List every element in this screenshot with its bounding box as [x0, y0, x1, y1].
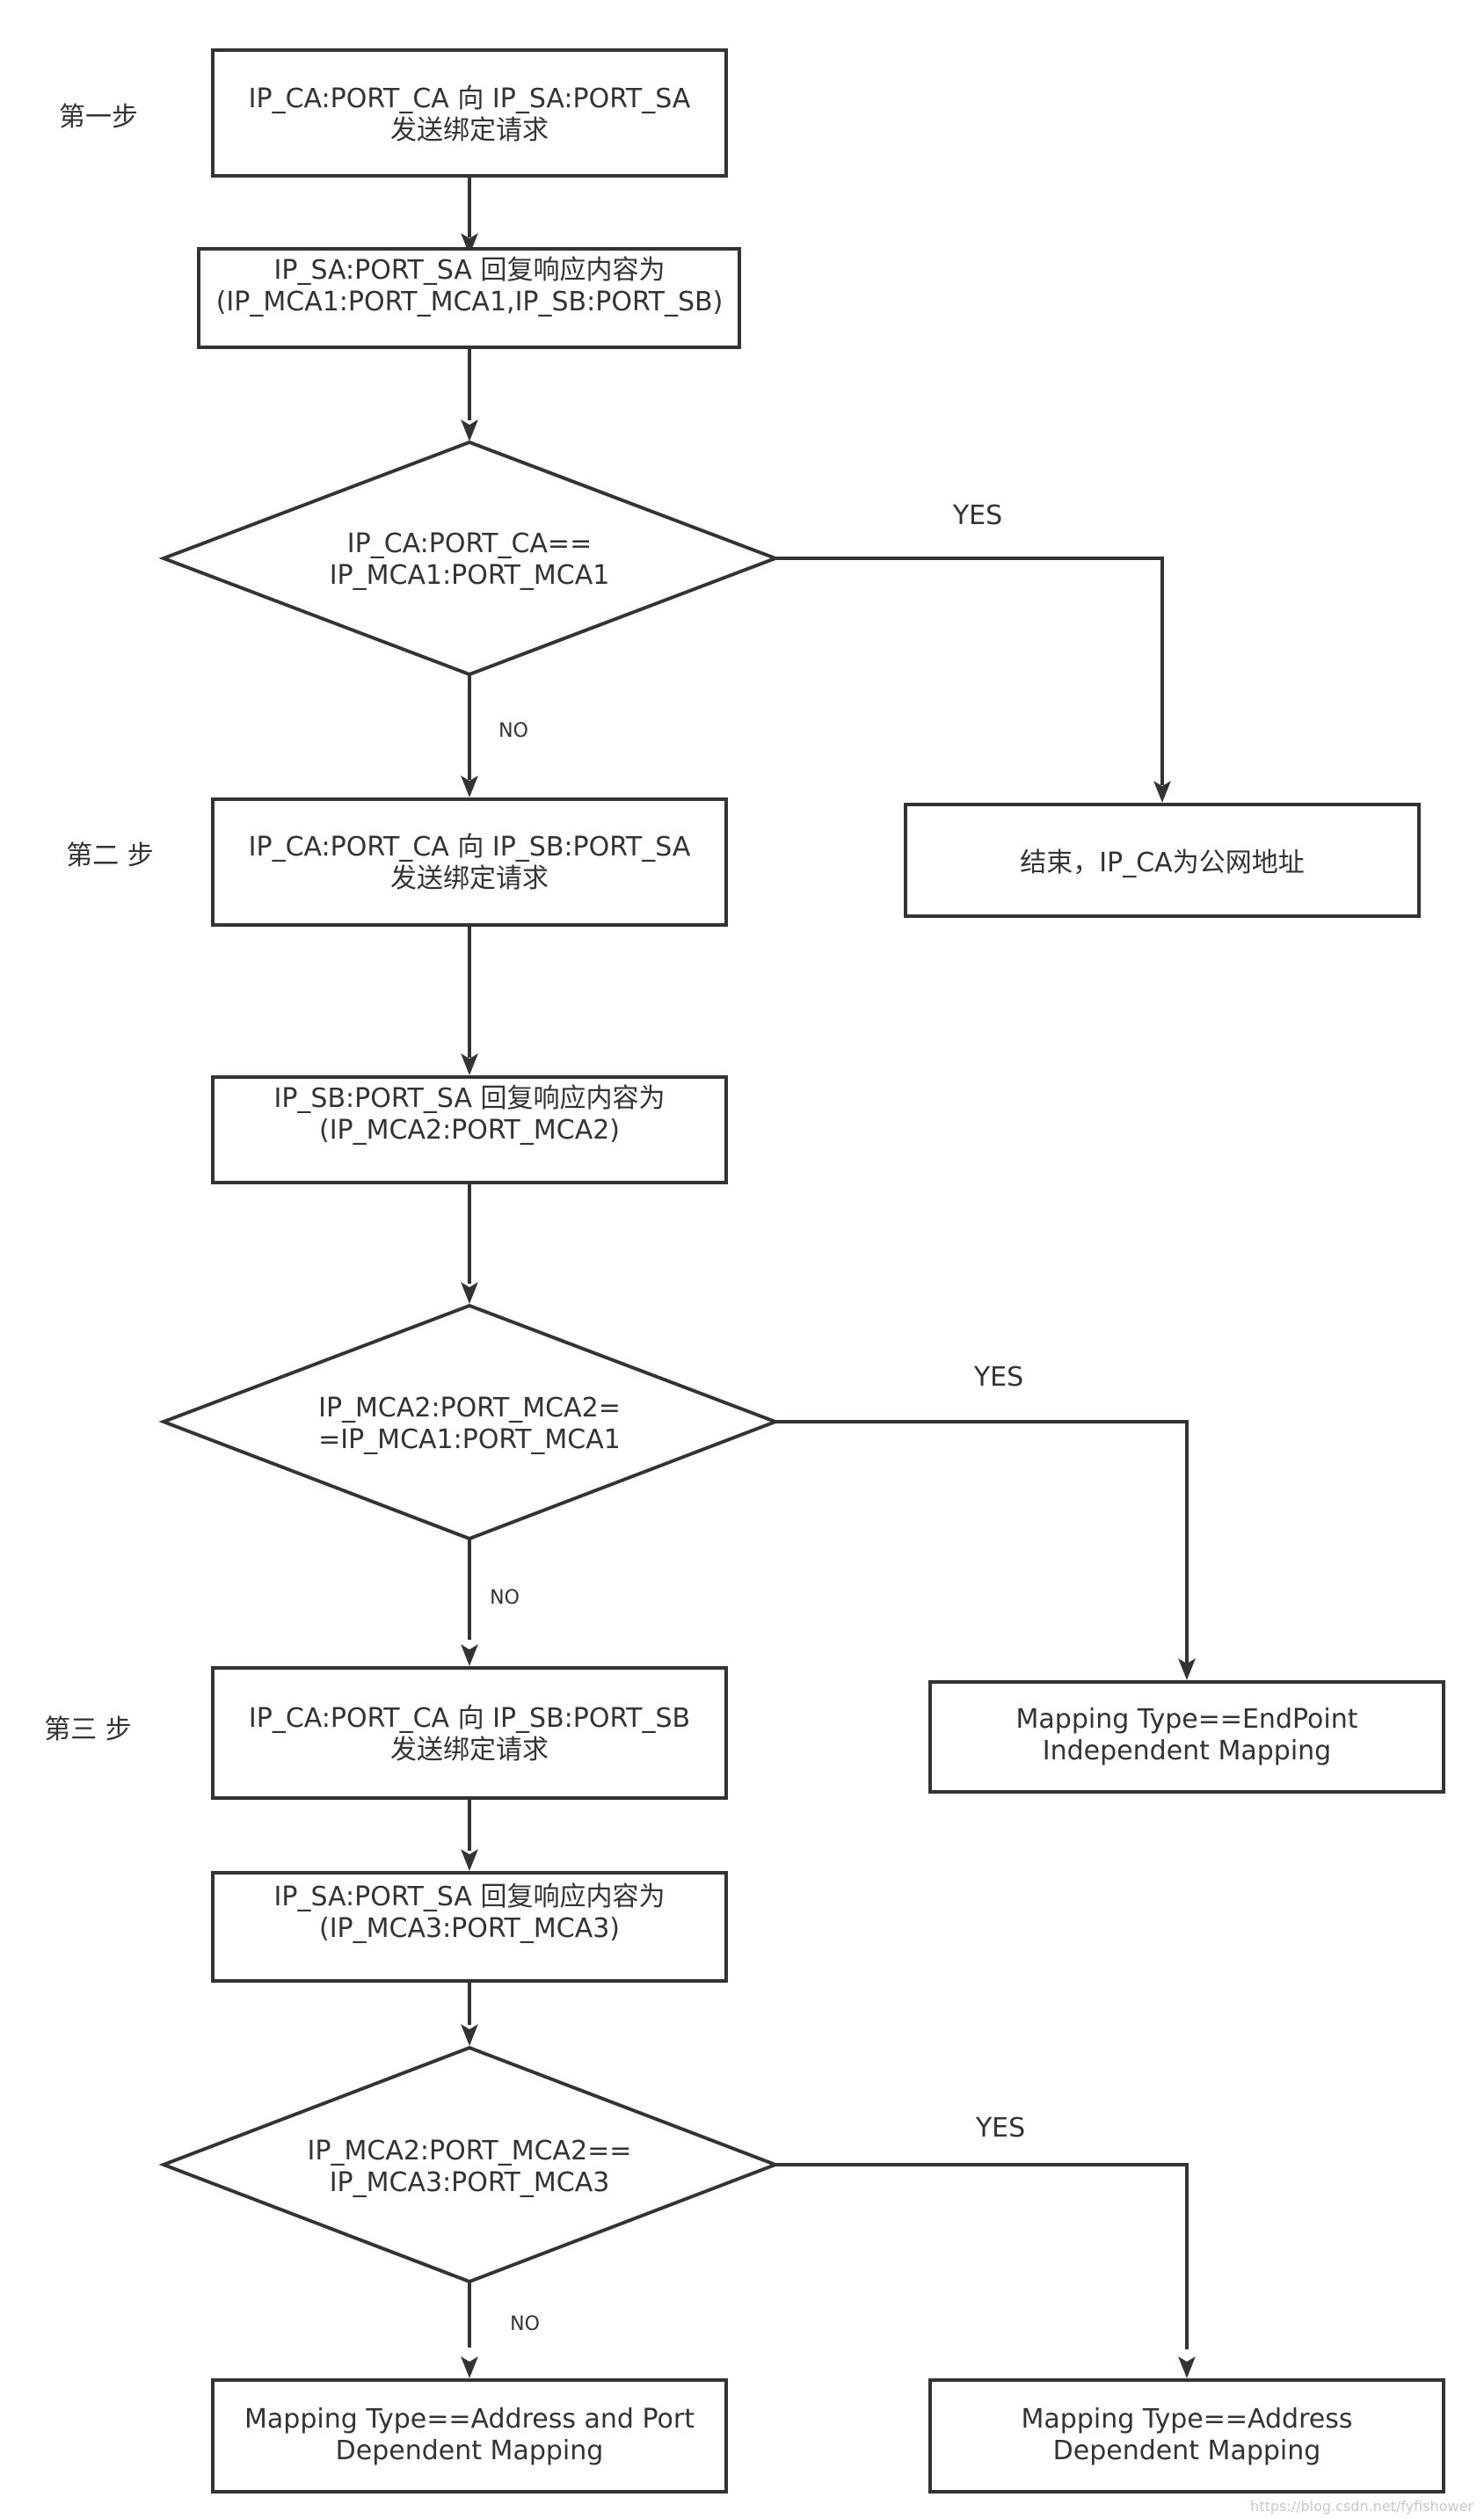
- decision-3-line-2: IP_MCA3:PORT_MCA3: [330, 2167, 610, 2198]
- decision-1-line-1: IP_CA:PORT_CA==: [347, 528, 592, 559]
- end-node-endpoint-independent: Mapping Type==EndPoint Independent Mappi…: [928, 1680, 1445, 1794]
- edge-label-no-1: NO: [498, 720, 528, 742]
- end-4-line-2: Dependent Mapping: [1053, 2435, 1321, 2466]
- edges: [468, 176, 1189, 2349]
- decision-3-line-1: IP_MCA2:PORT_MCA2==: [308, 2136, 632, 2166]
- arrowhead-d1: [461, 419, 478, 441]
- end-3-line-2: Dependent Mapping: [336, 2435, 604, 2466]
- arrowhead-n3: [461, 775, 478, 797]
- arrowhead-n2: [461, 233, 478, 255]
- end-2-line-1: Mapping Type==EndPoint: [1016, 1704, 1358, 1735]
- edge-d2-e2: [775, 1420, 1189, 1664]
- node-2-line-1: IP_SA:PORT_SA 回复响应内容为: [274, 255, 666, 286]
- process-node-4: IP_SB:PORT_SA 回复响应内容为 (IP_MCA2:PORT_MCA2…: [211, 1075, 728, 1184]
- process-node-2: IP_SA:PORT_SA 回复响应内容为 (IP_MCA1:PORT_MCA1…: [197, 247, 741, 349]
- arrowhead-e4: [1178, 2356, 1196, 2378]
- decision-node-2: IP_MCA2:PORT_MCA2= =IP_MCA1:PORT_MCA1: [158, 1303, 781, 1541]
- end-4-line-1: Mapping Type==Address: [1022, 2404, 1353, 2435]
- node-2-line-2: (IP_MCA1:PORT_MCA1,IP_SB:PORT_SB): [216, 287, 724, 317]
- node-4-line-1: IP_SB:PORT_SA 回复响应内容为: [273, 1083, 665, 1114]
- node-6-line-2: (IP_MCA3:PORT_MCA3): [319, 1913, 620, 1944]
- arrowhead-n6: [461, 1849, 478, 1871]
- end-node-address-dependent: Mapping Type==Address Dependent Mapping: [928, 2378, 1445, 2494]
- edge-label-yes-1: YES: [952, 500, 1002, 531]
- decision-1-line-2: IP_MCA1:PORT_MCA1: [330, 560, 610, 591]
- arrowheads: [461, 233, 1196, 2378]
- arrowhead-n5: [461, 1644, 478, 1666]
- end-2-line-2: Independent Mapping: [1043, 1736, 1331, 1766]
- decision-2-line-1: IP_MCA2:PORT_MCA2=: [318, 1393, 621, 1423]
- decision-node-3: IP_MCA2:PORT_MCA2== IP_MCA3:PORT_MCA3: [158, 2045, 781, 2284]
- end-node-public-address: 结束，IP_CA为公网地址: [904, 803, 1421, 918]
- edge-label-yes-2: YES: [973, 1362, 1023, 1393]
- process-node-3: IP_CA:PORT_CA 向 IP_SB:PORT_SA 发送绑定请求: [211, 797, 728, 927]
- node-4-line-2: (IP_MCA2:PORT_MCA2): [319, 1115, 620, 1146]
- node-3-line-2: 发送绑定请求: [390, 863, 549, 894]
- node-5-line-1: IP_CA:PORT_CA 向 IP_SB:PORT_SB: [249, 1703, 690, 1734]
- edge-label-no-2: NO: [490, 1587, 520, 1609]
- node-1-line-1: IP_CA:PORT_CA 向 IP_SA:PORT_SA: [249, 84, 691, 114]
- node-3-line-1: IP_CA:PORT_CA 向 IP_SB:PORT_SA: [249, 832, 691, 863]
- arrowhead-e1: [1153, 781, 1171, 803]
- process-node-6: IP_SA:PORT_SA 回复响应内容为 (IP_MCA3:PORT_MCA3…: [211, 1871, 728, 1983]
- process-node-1: IP_CA:PORT_CA 向 IP_SA:PORT_SA 发送绑定请求: [211, 48, 728, 178]
- arrowhead-e3: [461, 2356, 478, 2378]
- arrowhead-e2: [1178, 1658, 1196, 1680]
- decision-node-1: IP_CA:PORT_CA== IP_MCA1:PORT_MCA1: [158, 440, 781, 677]
- edge-d1-e1: [775, 557, 1164, 785]
- watermark-text: https://blog.csdn.net/fyfishower: [1250, 2498, 1473, 2515]
- arrowhead-d2: [461, 1282, 478, 1304]
- step-label-1: 第一步: [59, 102, 138, 133]
- edge-label-yes-3: YES: [975, 2113, 1025, 2144]
- end-node-address-and-port-dependent: Mapping Type==Address and Port Dependent…: [211, 2378, 728, 2494]
- edge-d3-e4: [775, 2163, 1189, 2349]
- edge-label-no-3: NO: [510, 2313, 540, 2335]
- end-3-line-1: Mapping Type==Address and Port: [244, 2404, 695, 2435]
- decision-2-line-2: =IP_MCA1:PORT_MCA1: [318, 1424, 621, 1455]
- node-6-line-1: IP_SA:PORT_SA 回复响应内容为: [274, 1882, 666, 1912]
- step-label-2: 第二 步: [66, 841, 154, 871]
- step-label-3: 第三 步: [44, 1715, 132, 1745]
- end-1-line-1: 结束，IP_CA为公网地址: [1020, 848, 1304, 878]
- node-5-line-2: 发送绑定请求: [390, 1735, 549, 1765]
- process-node-5: IP_CA:PORT_CA 向 IP_SB:PORT_SB 发送绑定请求: [211, 1666, 728, 1800]
- node-1-line-2: 发送绑定请求: [390, 115, 549, 146]
- arrowhead-n4: [461, 1053, 478, 1075]
- arrowhead-d3: [461, 2024, 478, 2046]
